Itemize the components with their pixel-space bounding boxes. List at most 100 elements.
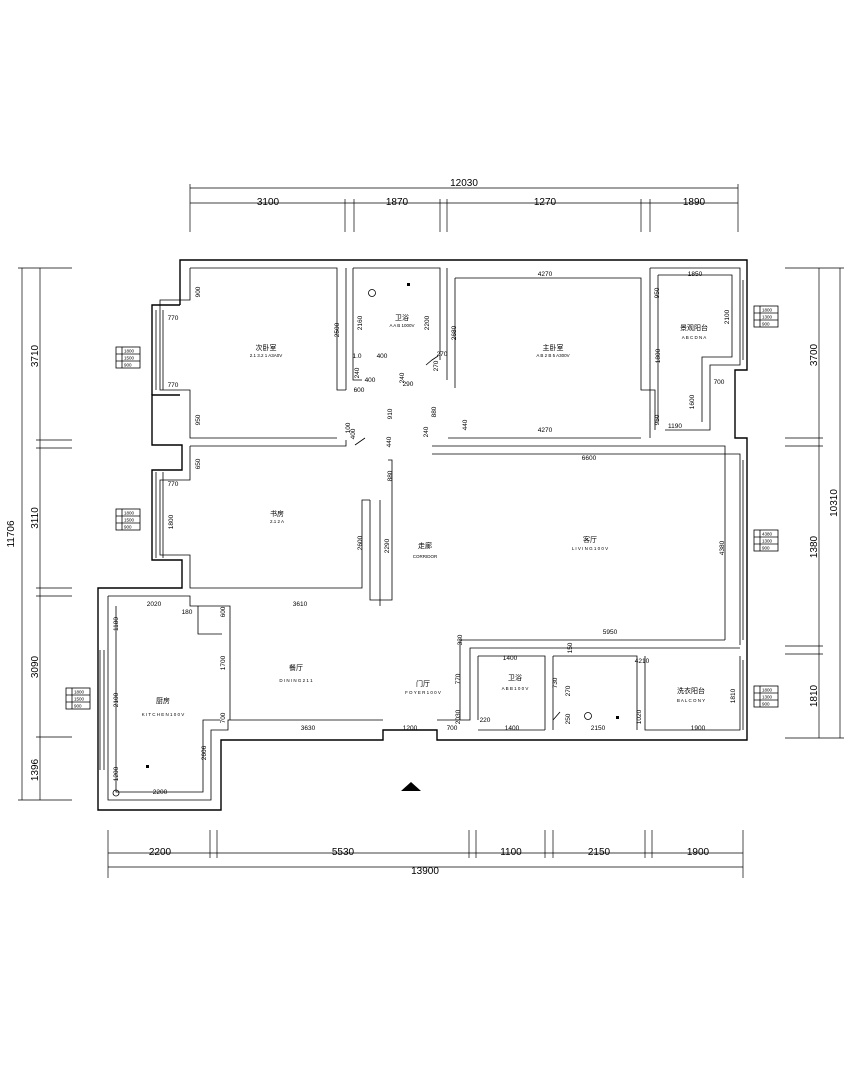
- inner-dimension-label: 270: [565, 685, 572, 696]
- window-table-value: 1800: [124, 511, 135, 516]
- inner-dimension-label: 2500: [334, 322, 341, 337]
- inner-dimension-label: 2150: [591, 725, 606, 732]
- inner-dimension-label: 650: [195, 458, 202, 469]
- bottom-dim-2: 5530: [332, 847, 355, 858]
- inner-dimension-label: 880: [387, 470, 394, 481]
- inner-dimension-label: 2200: [153, 789, 168, 796]
- inner-dimension-label: 2606: [201, 745, 208, 760]
- window-table: 1800 1300 900: [753, 305, 779, 328]
- window-table-value: 1800: [74, 690, 85, 695]
- inner-dimension-label: 770: [168, 382, 179, 389]
- top-dimensions: 12030 3100 1870 1270 1890: [189, 178, 739, 232]
- room-subtitle: 2.1 2 A: [270, 519, 284, 524]
- inner-dimension-label: 400: [365, 377, 376, 384]
- marker-icon: [146, 765, 149, 768]
- room-subtitle: K I T C H E N 1 0 0 V: [142, 712, 185, 717]
- inner-dimension-label: 900: [195, 286, 202, 297]
- marker-icon: [407, 283, 410, 286]
- inner-dimension-label: 1180: [113, 617, 120, 631]
- left-dim-2: 3110: [30, 507, 41, 529]
- window-table-value: 1500: [124, 518, 135, 523]
- inner-dimension-label: 270: [437, 351, 448, 358]
- fixtures: [112, 283, 619, 797]
- inner-dimension-label: 2020: [147, 601, 162, 608]
- inner-dimension-label: 2290: [384, 538, 391, 553]
- inner-dimension-label: 100: [345, 422, 352, 433]
- left-dim-3: 3090: [30, 655, 41, 678]
- room-subtitle: A A B 1000V: [389, 323, 414, 328]
- room-subtitle: 2.1 3.2 1 A3A0V: [250, 353, 283, 358]
- window-table: 1800 1500 900: [115, 346, 141, 369]
- right-dim-2: 1380: [809, 535, 820, 558]
- gas-meter-icon: [112, 789, 120, 797]
- room-subtitle: F O Y E R 1 0 0 V: [405, 690, 441, 695]
- bottom-dim-1: 2200: [149, 847, 172, 858]
- room-subtitle: D I N I N G 2 1 1: [279, 678, 313, 683]
- room-labels: 次卧室 2.1 3.2 1 A3A0V 卫浴 A A B 1000V 主卧室 A…: [142, 313, 708, 717]
- inner-dimension-label: 2600: [357, 535, 364, 550]
- inner-dimension-label: 3610: [293, 601, 308, 608]
- bottom-dim-4: 2150: [588, 847, 611, 858]
- inner-dimension-label: 270: [433, 360, 440, 371]
- room-name: 景观阳台: [680, 323, 708, 332]
- window-tables: 1800 1500 900 1800 1500 900 1800 1500 90…: [65, 305, 779, 710]
- room-name: 客厅: [583, 535, 597, 544]
- top-dim-4: 1890: [683, 197, 706, 208]
- inner-dimension-label: 600: [354, 387, 365, 394]
- top-dim-1: 3100: [257, 197, 280, 208]
- inner-dimension-label: 440: [386, 436, 393, 447]
- top-dim-2: 1870: [386, 197, 409, 208]
- inner-dimension-label: 950: [654, 414, 661, 425]
- window-table-value: 1500: [124, 356, 135, 361]
- window-table-value: 1800: [124, 349, 135, 354]
- inner-dimension-label: 770: [455, 673, 462, 684]
- inner-dimension-label: 240: [354, 367, 361, 378]
- inner-dimension-label: 220: [480, 717, 491, 724]
- inner-dimension-label: 600: [220, 606, 227, 617]
- inner-dimension-label: 330: [457, 634, 464, 645]
- inner-dimension-label: 950: [195, 414, 202, 425]
- inner-dimension-label: 1020: [636, 709, 643, 724]
- window-table-value: 1800: [762, 308, 773, 313]
- room-name: 卫浴: [508, 673, 522, 682]
- overall-top-dim: 12030: [450, 178, 478, 189]
- inner-dimension-label: 1700: [220, 655, 227, 670]
- inner-dimension-label: 770: [168, 315, 179, 322]
- window-table-value: 900: [762, 702, 770, 707]
- inner-dimension-label: 1.0: [352, 353, 361, 360]
- left-dim-4: 1396: [30, 758, 41, 781]
- window-table-value: 1300: [762, 695, 773, 700]
- window-table-value: 1800: [762, 688, 773, 693]
- inner-dimension-label: 1400: [503, 655, 518, 662]
- inner-dimension-label: 180: [182, 609, 193, 616]
- inner-dimension-label: 6600: [582, 455, 597, 462]
- inner-dimension-label: 2680: [451, 325, 458, 340]
- inner-dimension-label: 2100: [113, 692, 120, 707]
- room-name: 厨房: [156, 696, 170, 705]
- top-dim-3: 1270: [534, 197, 557, 208]
- window-table: 4380 1300 900: [753, 529, 779, 552]
- inner-dimension-label: 400: [377, 353, 388, 360]
- room-name: 卫浴: [395, 313, 409, 322]
- inner-dimension-label: 1400: [505, 725, 520, 732]
- inner-dimension-label: 150: [567, 642, 574, 653]
- room-name: 次卧室: [256, 343, 277, 352]
- inner-dimension-label: 240: [399, 372, 406, 383]
- room-name: 书房: [270, 509, 284, 518]
- window-table-value: 900: [124, 363, 132, 368]
- inner-dimension-label: 4380: [719, 540, 726, 555]
- inner-dimension-label: 4270: [538, 271, 553, 278]
- marker-icon: [616, 716, 619, 719]
- inner-dimension-label: 3630: [301, 725, 316, 732]
- inner-dimension-label: 1190: [668, 423, 682, 430]
- inner-dimension-label: 2200: [424, 315, 431, 330]
- room-subtitle: A B B 1 0 0 V: [502, 686, 529, 691]
- room-name: 餐厅: [289, 663, 303, 672]
- walls: [97, 259, 748, 811]
- inner-dimension-label: 1200: [403, 725, 418, 732]
- inner-dimension-label: 2030: [455, 709, 462, 724]
- overall-bottom-dim: 13900: [411, 866, 439, 877]
- inner-dimension-label: 240: [423, 426, 430, 437]
